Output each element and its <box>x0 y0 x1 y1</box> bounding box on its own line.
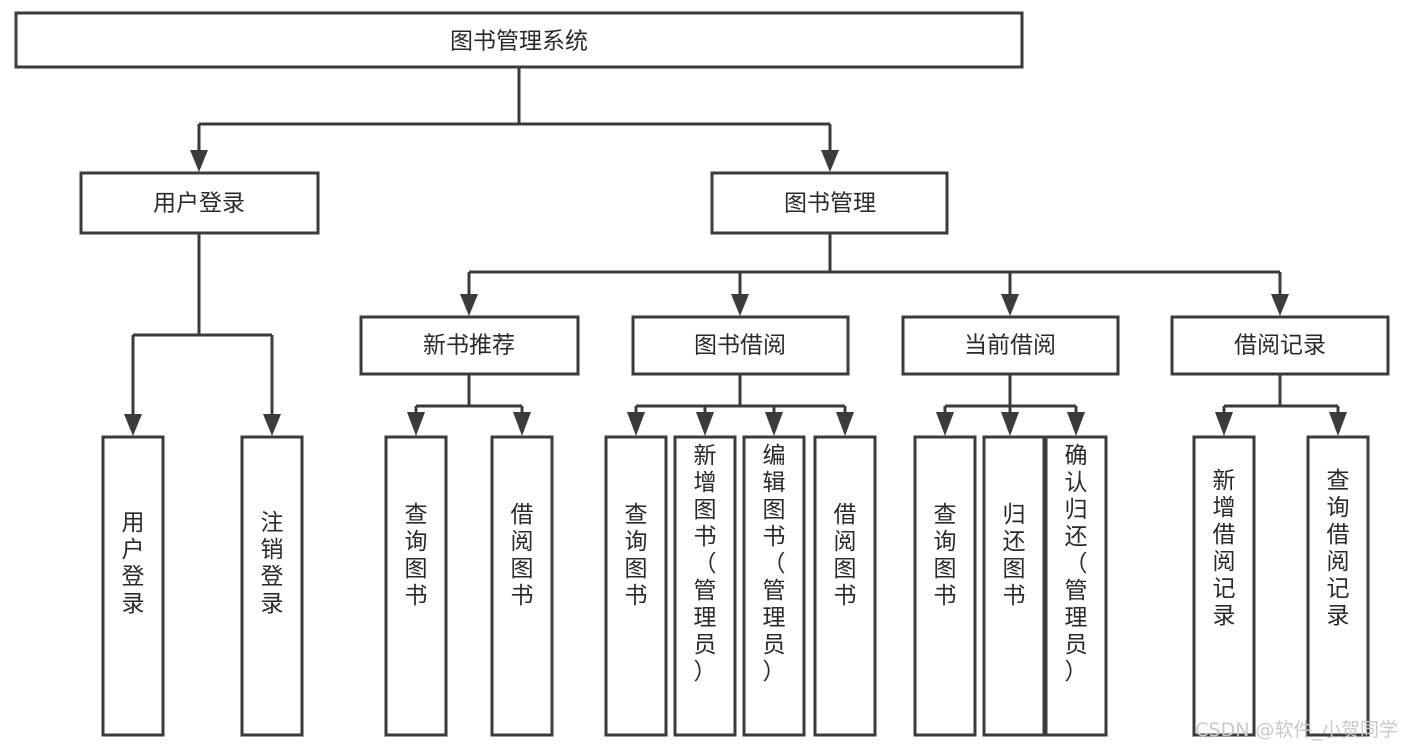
node-current-borrow-label: 当前借阅 <box>964 333 1056 359</box>
node-leaf-query-book-2-box[interactable] <box>604 435 668 737</box>
node-leaf-user-logout[interactable]: 注销登录 <box>240 435 304 737</box>
node-leaf-confirm-return-box[interactable] <box>1044 435 1108 737</box>
node-leaf-query-book-3-label: 查询图书 <box>934 502 957 609</box>
node-new-book-recommend[interactable]: 新书推荐 <box>359 315 580 376</box>
arrow-head-leaf-return-book <box>1001 412 1019 436</box>
connector-group-root <box>190 67 839 172</box>
watermark-label: CSDN @软件_小贺同学 <box>1195 719 1398 741</box>
node-book-management-label: 图书管理 <box>784 191 876 217</box>
node-leaf-borrow-book-1-box[interactable] <box>490 435 554 737</box>
arrow-head-leaf-add-book <box>696 412 714 436</box>
node-book-borrow-label: 图书借阅 <box>694 333 786 359</box>
arrow-head-leaf-borrow-book-1 <box>513 412 531 436</box>
node-leaf-add-book[interactable]: 新增图书（管理员） <box>673 435 737 737</box>
node-current-borrow[interactable]: 当前借阅 <box>901 315 1120 376</box>
node-leaf-add-record-label: 新增借阅记录 <box>1213 468 1236 629</box>
connector-group-borrow-record <box>1215 375 1347 436</box>
node-leaf-user-logout-label: 注销登录 <box>261 510 284 617</box>
node-leaf-query-book-2-label: 查询图书 <box>625 502 648 609</box>
node-leaf-return-book-label: 归还图书 <box>1003 502 1026 609</box>
arrow-head-user-login <box>190 150 208 172</box>
arrow-head-leaf-user-logout <box>263 414 281 436</box>
node-book-management[interactable]: 图书管理 <box>710 171 949 235</box>
node-new-book-recommend-box[interactable] <box>359 315 580 376</box>
node-leaf-edit-book-box[interactable] <box>742 435 806 737</box>
arrow-head-current-borrow <box>1001 294 1019 316</box>
node-leaf-user-logout-box[interactable] <box>240 435 304 737</box>
arrow-head-book-borrow <box>731 294 749 316</box>
node-leaf-user-login[interactable]: 用户登录 <box>101 435 165 737</box>
node-leaf-add-record[interactable]: 新增借阅记录 <box>1192 435 1256 737</box>
node-new-book-recommend-label: 新书推荐 <box>423 333 515 359</box>
node-leaf-confirm-return-label: 确认归还（管理员） <box>1065 443 1088 685</box>
node-user-login[interactable]: 用户登录 <box>79 171 320 235</box>
node-leaf-borrow-book-1-label: 借阅图书 <box>511 502 534 609</box>
node-leaf-query-book-3-box[interactable] <box>913 435 977 737</box>
arrow-head-leaf-user-login <box>124 414 142 436</box>
node-leaf-user-login-box[interactable] <box>101 435 165 737</box>
node-book-borrow-box[interactable] <box>631 315 850 376</box>
node-root-label: 图书管理系统 <box>450 29 588 55</box>
node-leaf-return-book-box[interactable] <box>982 435 1046 737</box>
node-borrow-record[interactable]: 借阅记录 <box>1170 315 1390 376</box>
node-leaf-query-record[interactable]: 查询借阅记录 <box>1306 435 1370 737</box>
arrow-head-leaf-borrow-book-2 <box>836 412 854 436</box>
arrow-head-new-book-recommend <box>460 294 478 316</box>
node-book-management-box[interactable] <box>710 171 949 235</box>
node-book-borrow[interactable]: 图书借阅 <box>631 315 850 376</box>
node-borrow-record-box[interactable] <box>1170 315 1390 376</box>
node-user-login-label: 用户登录 <box>153 191 245 217</box>
node-leaf-add-record-box[interactable] <box>1192 435 1256 737</box>
node-leaf-query-book-1-box[interactable] <box>384 435 448 737</box>
arrow-head-leaf-query-book-3 <box>936 412 954 436</box>
node-leaf-borrow-book-1[interactable]: 借阅图书 <box>490 435 554 737</box>
node-leaf-query-book-2[interactable]: 查询图书 <box>604 435 668 737</box>
node-user-login-box[interactable] <box>79 171 320 235</box>
arrow-head-leaf-edit-book <box>765 412 783 436</box>
node-leaf-add-book-label: 新增图书（管理员） <box>694 443 717 685</box>
node-leaf-borrow-book-2[interactable]: 借阅图书 <box>813 435 877 737</box>
node-leaf-edit-book[interactable]: 编辑图书（管理员） <box>742 435 806 737</box>
arrow-head-leaf-query-book-2 <box>627 412 645 436</box>
arrow-head-leaf-add-record <box>1215 412 1233 436</box>
node-leaf-user-login-label: 用户登录 <box>122 510 145 617</box>
node-leaf-query-book-3[interactable]: 查询图书 <box>913 435 977 737</box>
arrow-head-leaf-confirm-return <box>1067 412 1085 436</box>
node-leaf-confirm-return[interactable]: 确认归还（管理员） <box>1044 435 1108 737</box>
connector-group-user-login <box>124 233 281 436</box>
node-leaf-return-book[interactable]: 归还图书 <box>982 435 1046 737</box>
node-leaf-query-record-box[interactable] <box>1306 435 1370 737</box>
node-borrow-record-label: 借阅记录 <box>1234 333 1326 359</box>
node-leaf-query-book-1-label: 查询图书 <box>405 502 428 609</box>
node-leaf-borrow-book-2-box[interactable] <box>813 435 877 737</box>
connector-group-book-management <box>460 233 1289 316</box>
arrow-head-leaf-query-book-1 <box>407 412 425 436</box>
node-leaf-add-book-box[interactable] <box>673 435 737 737</box>
connector-group-book-borrow <box>627 375 854 436</box>
node-leaf-edit-book-label: 编辑图书（管理员） <box>763 443 786 685</box>
arrow-head-book-management <box>821 150 839 172</box>
node-leaf-borrow-book-2-label: 借阅图书 <box>834 502 857 609</box>
connector-group-current-borrow <box>936 375 1085 436</box>
node-root[interactable]: 图书管理系统 <box>14 11 1024 69</box>
arrow-head-leaf-query-record <box>1329 412 1347 436</box>
node-current-borrow-box[interactable] <box>901 315 1120 376</box>
node-leaf-query-record-label: 查询借阅记录 <box>1327 468 1350 629</box>
connector-group-new-book-recommend <box>407 375 531 436</box>
node-leaf-query-book-1[interactable]: 查询图书 <box>384 435 448 737</box>
arrow-head-borrow-record <box>1271 294 1289 316</box>
node-root-box[interactable] <box>14 11 1024 69</box>
